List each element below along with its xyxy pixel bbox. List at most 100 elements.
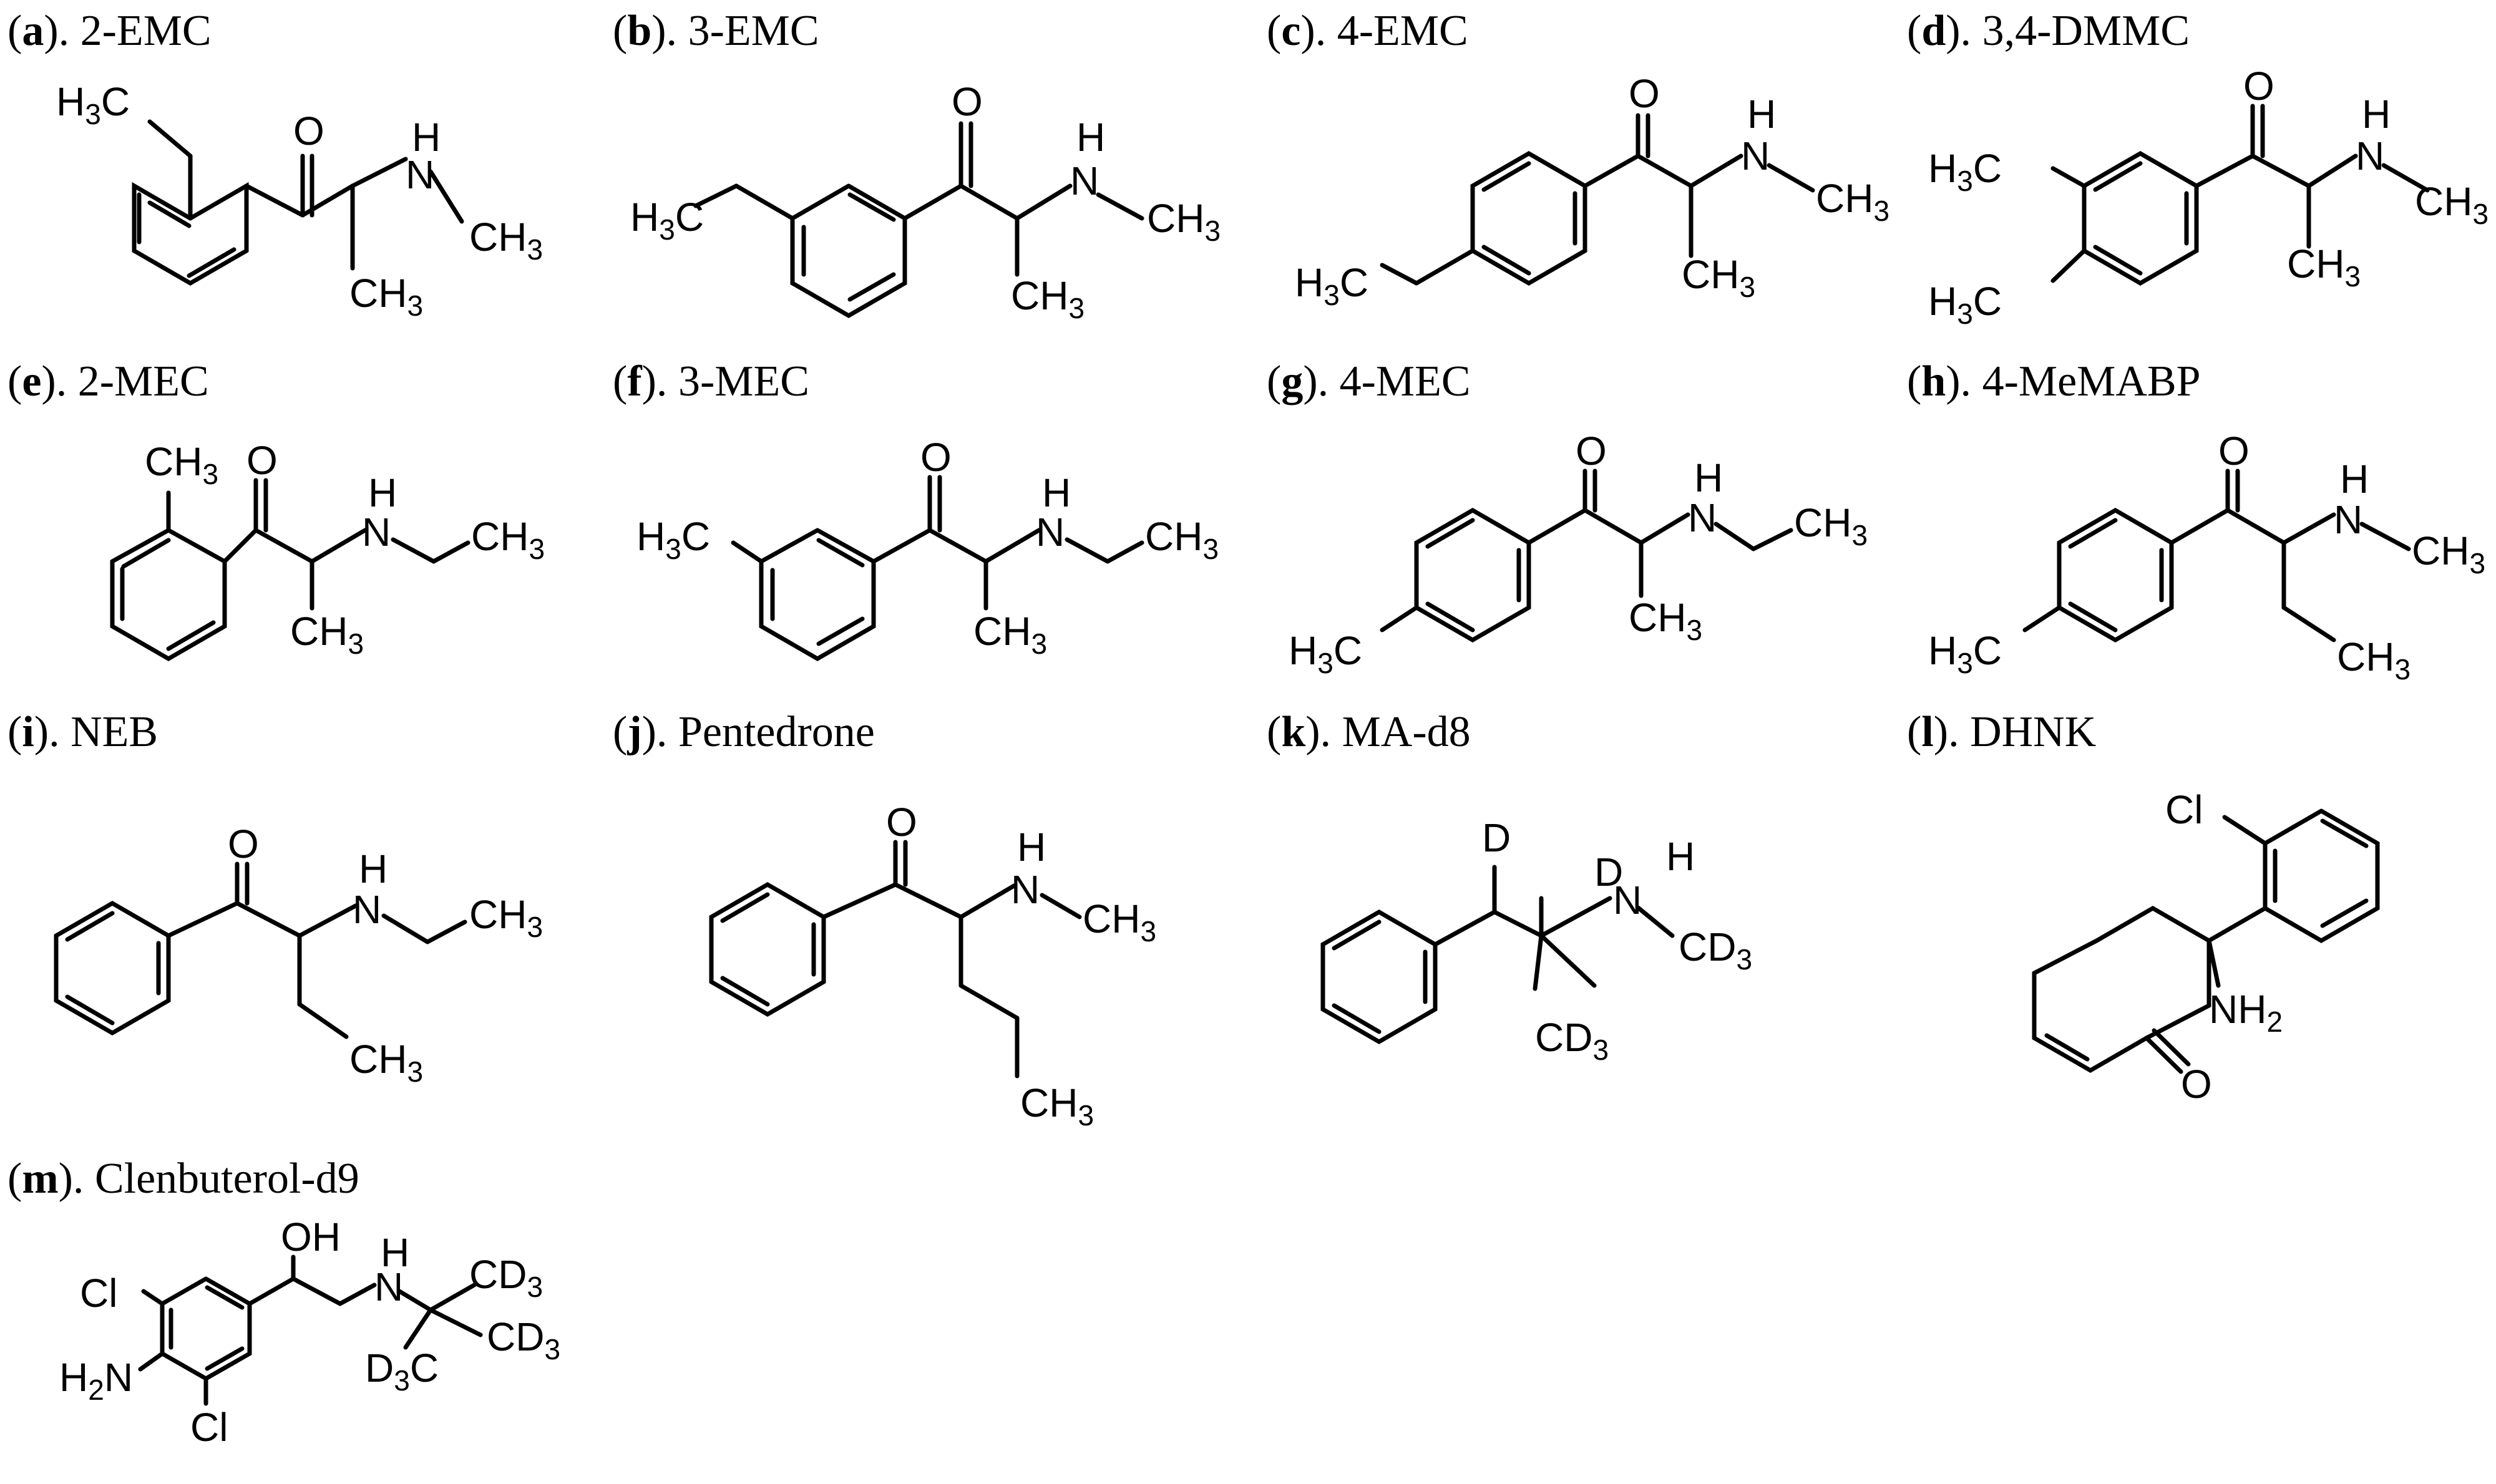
caption-d: (d). 3,4-DMMC xyxy=(1907,7,2190,55)
atom-label: H xyxy=(2362,92,2391,137)
atom-label: CH3 xyxy=(1011,273,1085,324)
atom-label: H3C xyxy=(636,514,710,565)
atom-label: D xyxy=(1594,850,1623,895)
structure-g: H3C O H N CH3 CH3 xyxy=(1289,429,1868,679)
structure-l: Cl NH2 O xyxy=(2032,787,2380,1107)
caption-e: (e). 2-MEC xyxy=(7,357,209,405)
atom-label: H xyxy=(412,115,441,160)
atom-label: CH3 xyxy=(1629,595,1702,646)
structure-k: D D H N CD3 CD3 xyxy=(1320,815,1752,1066)
atom-label: O xyxy=(228,822,259,866)
atom-label: CH3 xyxy=(1794,500,1868,551)
structure-m: OH Cl H2N Cl H N CD3 CD3 D3C xyxy=(59,1215,560,1450)
atom-label: CH3 xyxy=(2412,528,2485,580)
bonds xyxy=(1320,865,1675,1045)
atom-label: CH3 xyxy=(349,1037,423,1088)
atom-label: O xyxy=(2218,429,2250,473)
caption-c: (c). 4-EMC xyxy=(1267,7,1468,55)
atom-label: OH xyxy=(281,1215,341,1259)
structure-i: O H N CH3 CH3 xyxy=(54,822,543,1088)
atom-label: H xyxy=(1042,470,1071,515)
atom-label: CH3 xyxy=(349,271,423,322)
atom-label: CH3 xyxy=(1147,196,1221,247)
bonds xyxy=(1380,468,1793,643)
bonds xyxy=(693,121,1144,319)
caption-l: (l). DHNK xyxy=(1907,708,2096,756)
atom-label: D3C xyxy=(365,1346,439,1397)
atom-label: H3C xyxy=(1295,260,1368,311)
atom-label: CD3 xyxy=(1679,924,1752,976)
atom-label: H2N xyxy=(59,1355,133,1406)
atom-label: CH3 xyxy=(145,439,218,490)
atom-label: H xyxy=(1017,825,1046,870)
structure-d: H3C H3C O H N CH3 CH3 xyxy=(1928,64,2489,330)
atom-label: N xyxy=(406,152,434,197)
atom-label: CH3 xyxy=(1682,252,1755,303)
atom-label: CH3 xyxy=(1816,176,1889,227)
bonds xyxy=(138,1254,483,1406)
bonds xyxy=(110,478,470,662)
atom-label: N xyxy=(1011,867,1040,912)
atom-label: H xyxy=(1666,834,1695,879)
atom-label: O xyxy=(2181,1062,2212,1107)
atom-label: H xyxy=(1747,92,1776,137)
caption-a: (a). 2-EMC xyxy=(7,7,212,55)
bonds xyxy=(709,840,1082,1079)
atom-label: CH3 xyxy=(2287,241,2361,293)
atom-label: H xyxy=(381,1230,409,1275)
atom-label: CH3 xyxy=(1083,896,1156,948)
atom-label: CD3 xyxy=(1535,1015,1609,1066)
atom-label: N xyxy=(1688,495,1717,540)
atom-label: H3C xyxy=(56,79,130,130)
atom-label: N xyxy=(1036,510,1065,555)
caption-j: (j). Pentedrone xyxy=(613,708,875,756)
atom-label: N xyxy=(2334,497,2362,542)
atom-label: H xyxy=(359,846,388,891)
caption-h: (h). 4-MeMABP xyxy=(1907,357,2201,405)
caption-k: (k). MA-d8 xyxy=(1267,708,1471,756)
atom-label: H3C xyxy=(1289,628,1362,679)
caption-i: (i). NEB xyxy=(7,708,158,756)
structure-a: H3C O H N CH3 CH3 xyxy=(56,79,543,322)
bonds xyxy=(2022,468,2411,643)
bonds xyxy=(2032,808,2380,1074)
structure-b: H3C O H N CH3 CH3 xyxy=(630,79,1221,324)
atom-label: CH3 xyxy=(469,892,543,943)
atom-label: CH3 xyxy=(2415,179,2489,230)
atom-label: H3C xyxy=(1928,279,2002,330)
atom-label: N xyxy=(353,887,381,932)
atom-label: Cl xyxy=(80,1271,117,1316)
atom-label: H xyxy=(1076,115,1105,160)
caption-f: (f). 3-MEC xyxy=(613,357,809,405)
structure-c: H3C O H N CH3 CH3 xyxy=(1295,71,1889,311)
atom-label: CH3 xyxy=(471,514,545,565)
atom-label: CH3 xyxy=(290,609,364,660)
atom-label: N xyxy=(1741,133,1770,178)
atom-label: CH3 xyxy=(1145,514,1219,565)
structure-h: H3C O H N CH3 CH3 xyxy=(1928,429,2485,686)
atom-label: O xyxy=(1629,71,1660,116)
atom-label: H xyxy=(2340,457,2369,502)
atom-label: N xyxy=(1613,878,1642,923)
atom-label: CH3 xyxy=(2337,634,2411,686)
structure-j: O H N CH3 CH3 xyxy=(709,800,1156,1132)
structure-e: CH3 O H N CH3 CH3 xyxy=(110,438,545,662)
atom-label: Cl xyxy=(190,1405,228,1450)
bonds xyxy=(54,861,467,1039)
atom-label: N xyxy=(2356,133,2384,178)
atom-label: O xyxy=(246,438,278,483)
atom-label: N xyxy=(362,510,391,555)
atom-label: H3C xyxy=(1928,628,2002,679)
structure-f: H3C O H N CH3 CH3 xyxy=(636,435,1219,662)
atom-label: O xyxy=(2243,64,2274,109)
atom-label: H3C xyxy=(1928,146,2002,197)
atom-label: O xyxy=(1576,429,1607,473)
atom-label: D xyxy=(1482,815,1511,860)
bonds xyxy=(731,475,1144,662)
bonds xyxy=(132,119,464,286)
bonds xyxy=(2050,104,2430,286)
caption-g: (g). 4-MEC xyxy=(1267,357,1471,405)
atom-label: CD3 xyxy=(487,1314,560,1365)
atom-label: O xyxy=(952,79,983,124)
